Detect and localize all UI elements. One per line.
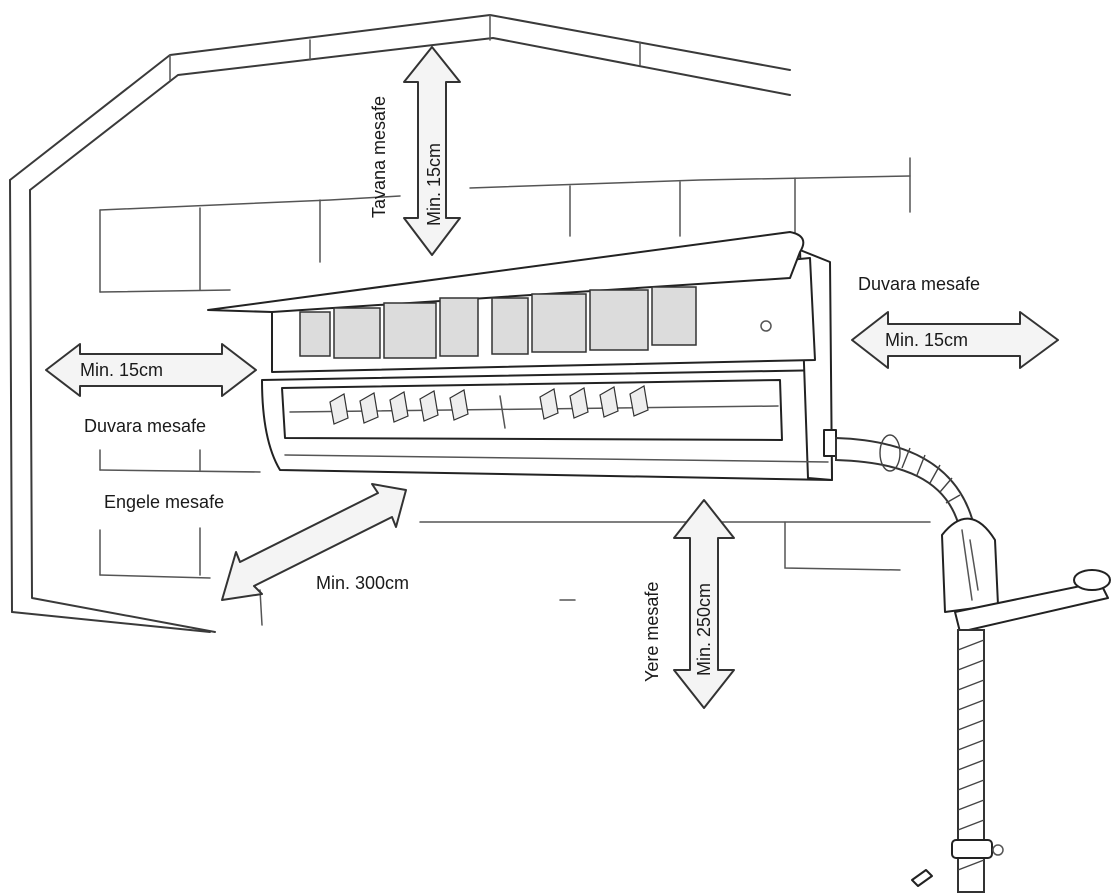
indoor-unit (207, 231, 837, 481)
obstacle-distance-label: Engele mesafe (104, 492, 224, 512)
ceiling-clearance-arrow (403, 46, 461, 256)
room-outline (9, 14, 791, 633)
right-wall-distance-label: Duvara mesafe (858, 274, 980, 294)
floor-min-label: Min. 250cm (694, 583, 714, 676)
ceiling-distance-label: Tavana mesafe (369, 96, 389, 218)
obstacle-clearance-arrow (221, 483, 407, 601)
left-wall-min-label: Min. 15cm (80, 360, 163, 380)
ceiling-min-label: Min. 15cm (424, 143, 444, 226)
right-wall-clearance-arrow (851, 311, 1059, 369)
floor-distance-label: Yere mesafe (642, 582, 662, 682)
refrigerant-pipe (835, 434, 1111, 893)
left-wall-distance-label: Duvara mesafe (84, 416, 206, 436)
floor-clearance-arrow (673, 499, 735, 709)
back-wall-bricks (99, 157, 931, 626)
screw-icon (911, 869, 933, 887)
right-wall-min-label: Min. 15cm (885, 330, 968, 350)
obstacle-min-label: Min. 300cm (316, 573, 409, 593)
left-wall-clearance-arrow (45, 343, 257, 397)
